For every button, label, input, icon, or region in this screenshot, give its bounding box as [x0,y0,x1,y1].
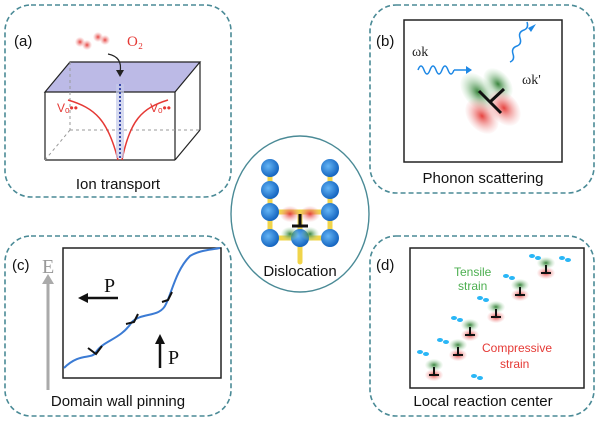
dislocation-core-line [116,84,124,158]
compressive-label: Compressive [482,341,552,355]
panel-b-border [369,4,595,194]
o2-label: O₂ [127,34,143,50]
dislocation-strain-lobes [460,68,521,134]
panel-c-frame [62,247,222,379]
panel-b-caption: Phonon scattering [423,170,544,187]
panel-c-border [4,235,232,417]
panel-a-border [4,4,232,198]
omega-k-label: ωk [412,45,428,60]
panel-c: (c) E P P Domain wall pinning [4,235,232,417]
domain-wall-curve [63,247,221,369]
center-border [230,135,370,293]
panel-a-label: (a) [14,33,32,50]
center-panel: Dislocation [230,135,370,293]
e-field-label: E [42,256,54,278]
p-label-up: P [168,347,179,369]
adsorbed-species [417,254,571,380]
vacancy-profile-left [67,99,119,161]
center-dislocation-icon [292,214,308,228]
panel-d-label: (d) [376,257,394,274]
reaction-sites [425,257,555,381]
panel-d-border [369,235,595,417]
incident-phonon-wave [417,65,455,75]
pinning-site-icon [87,291,173,356]
vacancy-profile-right [121,99,169,161]
center-strain-lobes [280,206,320,241]
panel-a-caption: Ion transport [76,176,161,193]
panel-c-caption: Domain wall pinning [51,393,185,410]
panel-d-frame [409,247,585,389]
scattered-phonon-wave [509,21,529,63]
panel-b-frame [403,19,563,163]
p-label-left: P [104,275,115,297]
omega-k-prime-label: ωk' [522,73,541,88]
tensile-strain-label: strain [458,279,487,293]
vacancy-label-left: Vₒ•• [57,101,78,115]
panel-d-caption: Local reaction center [413,393,552,410]
panel-b: (b) ωk ωk' Phonon scattering [369,4,595,194]
panel-d: (d) [369,235,595,417]
panel-a: (a) O₂ Vₒ•• Vₒ•• Ion transport [4,4,232,198]
center-caption: Dislocation [263,263,336,280]
oxygen-molecule-icon [75,32,110,50]
tensile-label: Tensile [454,265,492,279]
lattice-atoms [261,159,339,247]
adsorption-arrow [107,53,122,73]
dislocation-symbol-icon [477,87,506,115]
compressive-strain-label: strain [500,357,529,371]
vacancy-label-right: Vₒ•• [150,101,171,115]
panel-b-label: (b) [376,33,394,50]
panel-c-label: (c) [12,257,30,274]
